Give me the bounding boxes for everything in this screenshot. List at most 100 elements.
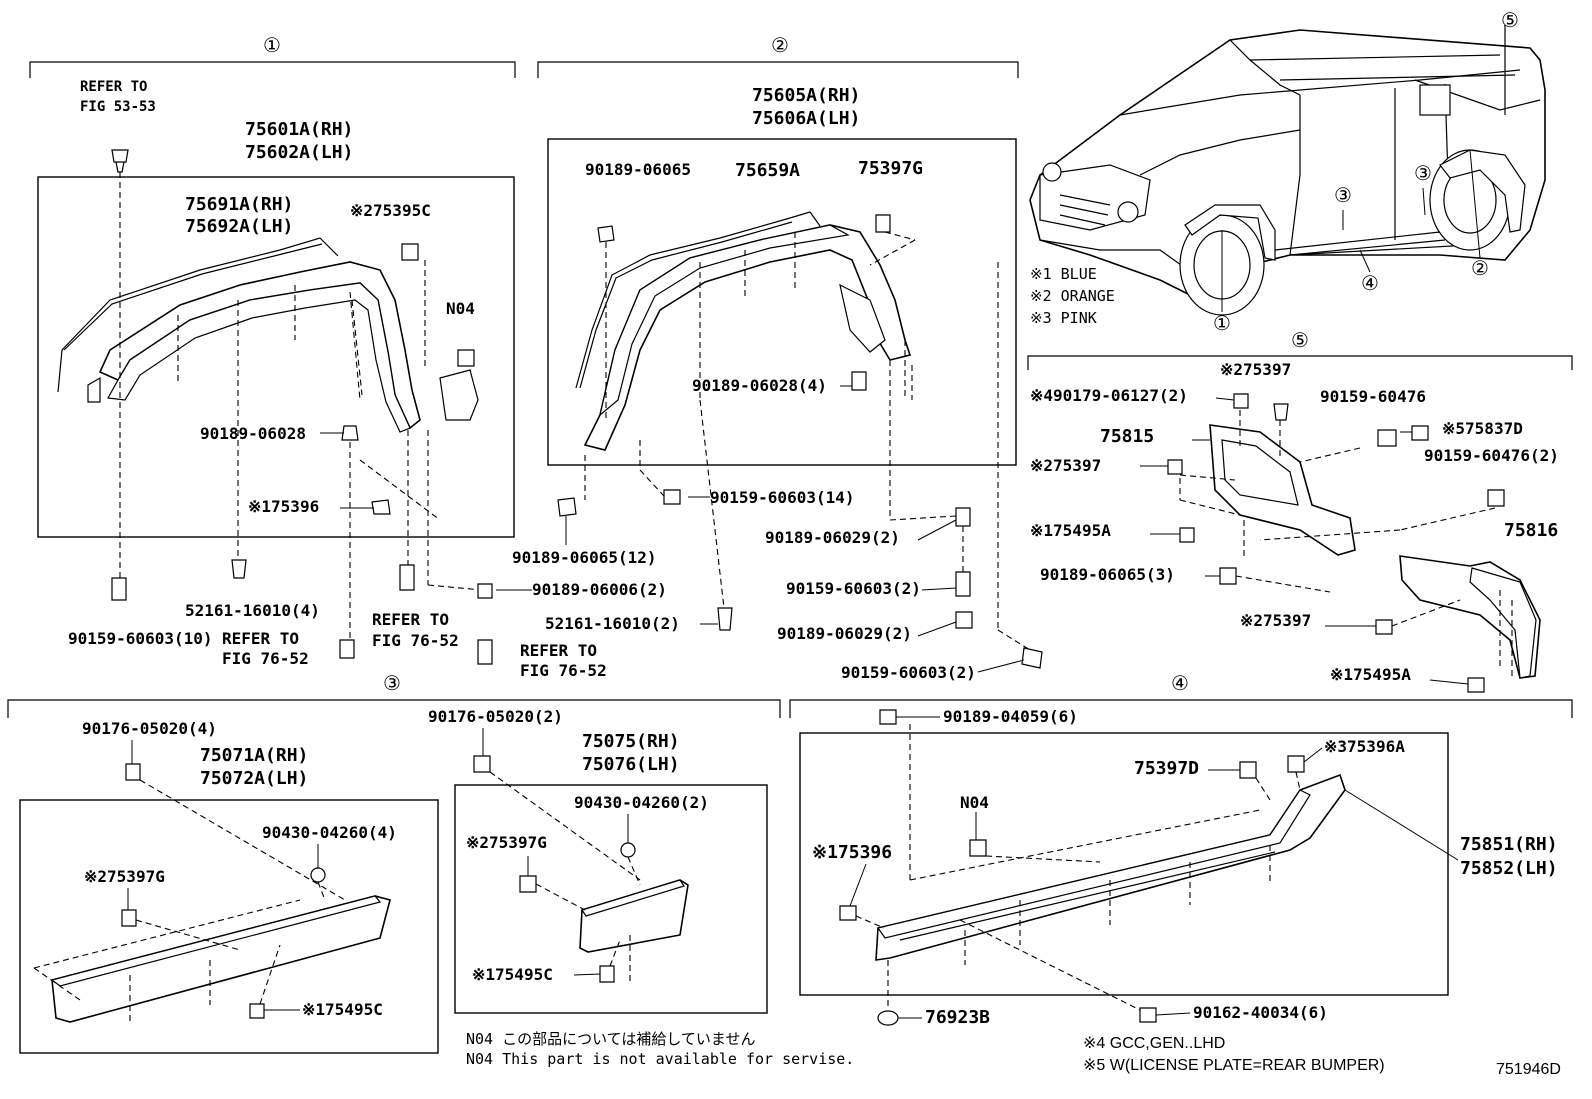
note-4: ※4 GCC,GEN..LHD [1083,1035,1225,1052]
bolt-icon [1021,647,1043,669]
section-1-marker: ① [263,33,281,57]
clip-icon [1233,393,1249,409]
n04-label-step: N04 [960,793,989,812]
clip-icon [1467,677,1485,693]
clip-icon [249,1003,265,1019]
clip-icon [969,839,987,857]
part-90430-04260-2: 90430-04260(2) [574,793,709,812]
section-3: 90176-05020(4) 90176-05020(2) 75071A(RH)… [19,707,768,1054]
front-moulding [57,237,339,393]
section-2-marker: ② [771,33,789,57]
refer-fig-label: FIG 76-52 [520,661,607,680]
section-4: 90189-04059(6) 75397D ※375396A N04 ※1753… [799,707,1558,1028]
note-n04-english: N04 This part is not available for servi… [466,1050,854,1068]
clip-icon [1239,761,1257,779]
part-75395c: ※275395C [350,201,431,220]
part-90159-60603-2a: 90159-60603(2) [786,579,921,598]
part-75396-step: ※175396 [812,842,892,863]
part-90430-04260-4: 90430-04260(4) [262,823,397,842]
part-75659a: 75659A [735,160,800,181]
part-75851: 75851(RH) [1460,834,1558,855]
part-90176-05020-2: 90176-05020(2) [428,707,563,726]
part-75397g-right: ※275397G [466,833,547,852]
refer-fig-label: FIG 76-52 [222,649,309,668]
part-75397-mid: ※275397 [1030,456,1101,475]
note-n04-japanese: N04 この部品については補給していません [466,1030,755,1048]
part-75852: 75852(LH) [1460,858,1558,879]
refer-to-label: REFER TO [222,629,299,648]
n04-label: N04 [446,299,475,318]
section-3-left-box [19,799,439,1054]
clip-icon [1375,619,1393,635]
legend-pink: ※3 PINK [1030,309,1097,327]
part-90176-05020-4: 90176-05020(4) [82,719,217,738]
part-90179-06127: ※490179-06127(2) [1030,386,1188,405]
section-2-assembly-box [547,138,1017,466]
clip-icon [839,905,857,921]
part-75396a: ※375396A [1324,737,1405,756]
rivet-icon [231,559,247,579]
part-75602a: 75602A(LH) [245,142,353,163]
part-75397d: 75397D [1134,758,1199,779]
clip-icon [599,965,615,983]
vehicle-illustration [1029,25,1546,316]
clip-icon [371,499,391,515]
clip-icon [597,225,615,243]
callout-1: ① [1213,311,1231,335]
figure-id: 751946D [1496,1061,1561,1078]
screw-icon [125,763,141,781]
bolt-icon [663,489,681,505]
bolt-icon [339,639,355,659]
part-90189-06029-2a: 90189-06029(2) [765,528,900,547]
section-3-marker: ③ [383,671,401,695]
part-75396: ※175396 [248,497,319,516]
screw-icon [1139,1007,1157,1023]
callout-3a: ③ [1334,183,1352,207]
part-75397-top: ※275397 [1220,360,1291,379]
section-1-assembly-box [37,176,515,538]
screw-icon [473,755,491,773]
part-76923b: 76923B [925,1007,990,1028]
section-5-marker: ⑤ [1291,328,1309,352]
part-75606a: 75606A(LH) [752,108,860,129]
legend-orange: ※2 ORANGE [1030,287,1115,305]
bolt-icon [1377,429,1397,447]
refer-to-label: REFER TO [80,79,147,95]
part-75495c-left: ※175495C [302,1000,383,1019]
part-75397g-left: ※275397G [84,867,165,886]
clip-icon [1179,527,1195,543]
part-90189-06065-3: 90189-06065(3) [1040,565,1175,584]
refer-fig-label: FIG 53-53 [80,99,156,115]
door-moulding-rear [579,879,689,953]
clip-icon [519,875,537,893]
part-75075: 75075(RH) [582,731,680,752]
bolt-icon [111,149,129,173]
clip-icon [955,507,971,527]
part-75815: 75815 [1100,426,1154,447]
clip-icon [1273,403,1289,421]
section-4-box [799,732,1449,996]
clip-icon [1167,459,1183,475]
rivet-icon [717,607,733,631]
bolt-icon [477,639,493,665]
part-90189-06028-4: 90189-06028(4) [692,376,827,395]
part-75495a-1: ※175495A [1030,521,1111,540]
part-75397-low: ※275397 [1240,611,1311,630]
clip-icon [1411,425,1429,441]
clip-icon [851,371,867,391]
part-75605a: 75605A(RH) [752,85,860,106]
section-2: 75605A(RH) 75606A(LH) 90189-06065 75659A… [477,85,1043,682]
clip-icon [877,1010,899,1026]
part-90159-60476: 90159-60476 [1320,387,1426,406]
bolt-icon [399,564,415,591]
part-90189-04059-6: 90189-04059(6) [943,707,1078,726]
clip-icon [875,214,891,233]
clip-icon [477,583,493,599]
part-90159-60603-14: 90159-60603(14) [710,488,855,507]
part-90159-60603-2b: 90159-60603(2) [841,663,976,682]
part-90189-06006-2: 90189-06006(2) [532,580,667,599]
part-90189-06029-2b: 90189-06029(2) [777,624,912,643]
clip-icon [955,611,973,629]
clip-icon [341,425,359,441]
